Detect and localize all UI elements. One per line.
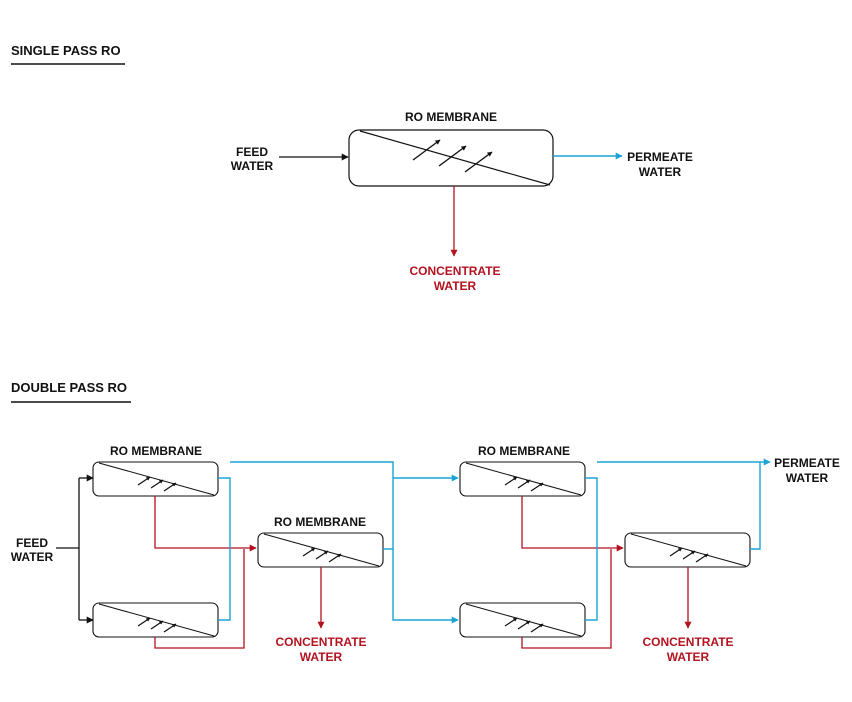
- double-feed-label-2: WATER: [11, 550, 54, 564]
- flux-arrow-icon: [464, 151, 493, 173]
- flux-arrow-icon: [530, 623, 544, 633]
- single-pass-section: SINGLE PASS RO RO MEMBRANE FEED WATER PE…: [11, 43, 693, 293]
- double-permeate-label-1: PERMEATE: [774, 456, 840, 470]
- single-membrane: [348, 129, 554, 187]
- single-concentrate-label-2: WATER: [434, 279, 477, 293]
- flux-arrow-icon: [504, 617, 518, 627]
- pass2-concentrate-lines: [521, 496, 692, 649]
- flux-arrow-icon: [682, 550, 696, 560]
- flux-arrow-icon: [137, 617, 151, 627]
- single-membrane-label: RO MEMBRANE: [405, 110, 497, 124]
- flux-arrow-icon: [163, 482, 177, 492]
- single-feed-label-1: FEED: [236, 145, 268, 159]
- double-pass-title: DOUBLE PASS RO: [11, 380, 127, 395]
- flux-arrow-icon: [504, 476, 518, 486]
- pass1-permeate-lines: [218, 461, 459, 624]
- single-concentrate-label-1: CONCENTRATE: [409, 264, 500, 278]
- flux-arrow-icon: [412, 139, 441, 161]
- flux-arrow-icon: [530, 482, 544, 492]
- double-concentrate1-label-1: CONCENTRATE: [275, 635, 366, 649]
- single-permeate-label-1: PERMEATE: [627, 150, 693, 164]
- double-membrane-label-2: RO MEMBRANE: [274, 515, 366, 529]
- double-concentrate2-label-1: CONCENTRATE: [642, 635, 733, 649]
- membrane-pass1-top: [92, 461, 219, 497]
- membrane-pass2-top: [459, 461, 586, 497]
- flux-arrow-icon: [150, 479, 164, 489]
- flux-arrow-icon: [438, 145, 467, 167]
- double-concentrate2-label-2: WATER: [667, 650, 710, 664]
- double-feed-split: [56, 474, 94, 624]
- double-pass-section: DOUBLE PASS RO FEED WATER RO MEMBRANE RO…: [11, 380, 840, 664]
- double-membrane-label-3: RO MEMBRANE: [478, 444, 570, 458]
- flux-arrow-icon: [669, 547, 683, 557]
- single-feed-label-2: WATER: [231, 159, 274, 173]
- membrane-pass2-stage2: [624, 532, 751, 568]
- double-feed-label-1: FEED: [16, 536, 48, 550]
- membrane-pass2-bottom: [459, 602, 586, 638]
- membrane-pass1-bottom: [92, 602, 219, 638]
- membrane-pass1-stage2: [257, 532, 384, 568]
- flux-arrow-icon: [517, 479, 531, 489]
- flux-arrow-icon: [695, 553, 709, 563]
- single-pass-title: SINGLE PASS RO: [11, 43, 121, 58]
- flux-arrow-icon: [163, 623, 177, 633]
- flux-arrow-icon: [328, 553, 342, 563]
- flux-arrow-icon: [517, 620, 531, 630]
- single-permeate-label-2: WATER: [639, 165, 682, 179]
- flux-arrow-icon: [302, 547, 316, 557]
- double-membrane-label-1: RO MEMBRANE: [110, 444, 202, 458]
- pass1-concentrate-lines: [154, 496, 325, 649]
- double-permeate-label-2: WATER: [786, 471, 829, 485]
- double-concentrate1-label-2: WATER: [300, 650, 343, 664]
- flux-arrow-icon: [137, 476, 151, 486]
- flux-arrow-icon: [150, 620, 164, 630]
- flux-arrow-icon: [315, 550, 329, 560]
- pass2-permeate-lines: [585, 458, 771, 621]
